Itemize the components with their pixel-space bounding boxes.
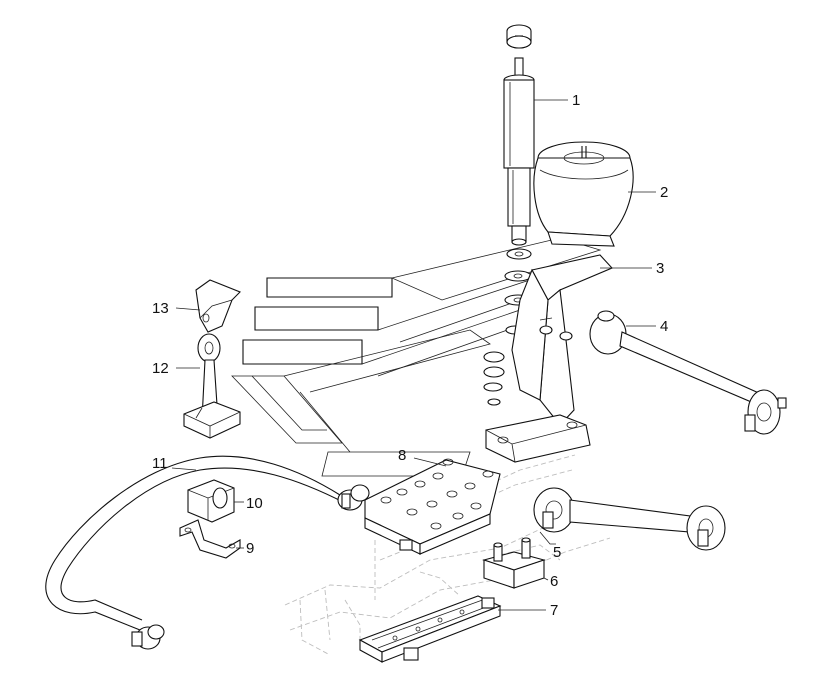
callout-6: 6: [550, 573, 558, 590]
part-10-bushing: [187, 479, 235, 523]
part-7-base-plate: [358, 595, 502, 663]
part-4-upper-torque-rod: [589, 310, 787, 435]
watermark-logo: [231, 237, 602, 477]
callout-8: 8: [398, 447, 406, 464]
part-13-top-bracket: [195, 279, 241, 333]
callout-10: 10: [246, 495, 263, 512]
part-9-clamp-bracket: [179, 519, 241, 559]
callout-12: 12: [152, 360, 169, 377]
callout-4: 4: [660, 318, 668, 335]
callout-13: 13: [152, 300, 169, 317]
part-2-air-spring: [533, 141, 634, 247]
part-5-lower-torque-rod: [533, 487, 726, 551]
callout-11: 11: [152, 455, 168, 472]
part-8-mounting-plate: [364, 458, 501, 555]
callout-1: 1: [572, 92, 580, 109]
callout-5: 5: [553, 544, 561, 561]
part-6-block: [482, 537, 546, 589]
callout-9: 9: [246, 540, 254, 557]
part-1-shock-absorber: [503, 24, 535, 246]
leader-lines: [171, 99, 656, 611]
part-3-bracket: [485, 254, 613, 463]
callout-3: 3: [656, 260, 664, 277]
part-12-stabilizer-link: [183, 333, 241, 439]
frame-rail-ghost: [284, 454, 611, 656]
callout-2: 2: [660, 184, 668, 201]
callout-labels: 1 2 3 4 5 6 7 8 9 10 11 12 13: [152, 92, 668, 619]
part-11-stabilizer-bar: [45, 455, 370, 650]
callout-7: 7: [550, 602, 558, 619]
